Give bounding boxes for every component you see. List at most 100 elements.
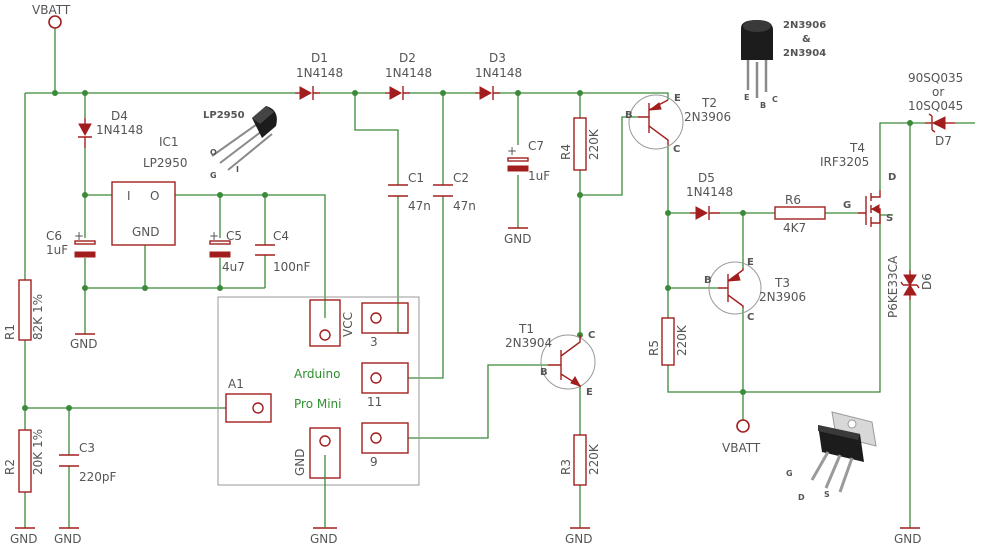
to220-pin-g: G xyxy=(786,469,793,478)
c3-ref: C3 xyxy=(79,441,95,455)
resistor-r5: R5 220K xyxy=(647,317,689,366)
c6-plus-icon: + xyxy=(74,229,84,243)
c6-value: 1uF xyxy=(46,243,68,257)
r6-value: 4K7 xyxy=(783,221,806,235)
r5-value: 220K xyxy=(675,324,689,356)
arduino-module: Arduino Pro Mini A1 VCC GND 3 11 9 xyxy=(217,296,420,486)
c5-value: 4u7 xyxy=(222,260,245,274)
c7-ref: C7 xyxy=(528,139,544,153)
gnd-label-d6: GND xyxy=(894,532,922,546)
t1-ref: T1 xyxy=(518,322,534,336)
cap-c2: C2 47n xyxy=(433,171,476,213)
t2-pin-e: E xyxy=(674,93,681,104)
diode-d6: D6 P6KE33CA xyxy=(886,255,934,318)
vbatt-top: VBATT xyxy=(32,3,71,29)
c2-ref: C2 xyxy=(453,171,469,185)
resistor-r6: R6 4K7 xyxy=(774,193,826,235)
wires xyxy=(24,28,975,528)
d3-ref: D3 xyxy=(489,51,506,65)
pad-11 xyxy=(361,362,409,394)
to220-package-icon: G D S xyxy=(786,411,877,502)
pad-gnd-label: GND xyxy=(293,448,307,476)
pad-a1 xyxy=(225,393,272,423)
lp2950-pin-o: O xyxy=(210,148,217,157)
r6-ref: R6 xyxy=(785,193,801,207)
c3-value: 220pF xyxy=(79,470,117,484)
r2-value: 20K 1% xyxy=(31,429,45,475)
junctions xyxy=(22,90,913,411)
ic1-pin-out: O xyxy=(150,189,159,203)
cap-c3: C3 220pF xyxy=(59,441,117,484)
lp2950-pin-g: G xyxy=(210,171,217,180)
regulator-ic1: I O GND IC1 LP2950 xyxy=(111,135,187,246)
lp2950-pin-i: I xyxy=(236,165,239,174)
cap-c6: + C6 1uF xyxy=(46,229,96,258)
t3-pin-b: B xyxy=(704,275,712,286)
d1-ref: D1 xyxy=(311,51,328,65)
to92-label-3: 2N3904 xyxy=(783,48,826,59)
pad-a1-label: A1 xyxy=(228,377,244,391)
diode-d7: D7 90SQ035 or 10SQ045 xyxy=(908,71,963,148)
d5-value: 1N4148 xyxy=(686,185,733,199)
ic1-pin-in: I xyxy=(127,189,131,203)
d4-value: 1N4148 xyxy=(96,123,143,137)
lp2950-package-icon: LP2950 O G I xyxy=(203,106,277,180)
lp2950-pkg-label: LP2950 xyxy=(203,110,245,121)
c5-ref: C5 xyxy=(226,229,242,243)
t4-pin-d: D xyxy=(888,172,896,183)
t4-pin-s: S xyxy=(886,213,893,224)
ic1-value: LP2950 xyxy=(143,156,187,170)
vbatt-bottom: VBATT xyxy=(722,419,761,455)
arduino-name: Arduino xyxy=(294,367,340,381)
c7-value: 1uF xyxy=(528,169,550,183)
resistor-r2: R2 20K 1% xyxy=(3,429,45,493)
t2-pin-c: C xyxy=(673,144,680,155)
t1-pin-e: E xyxy=(586,387,593,398)
r1-ref: R1 xyxy=(3,324,17,340)
t1-value: 2N3904 xyxy=(505,336,552,350)
t2-value: 2N3906 xyxy=(684,110,731,124)
transistor-t2: B E C T2 2N3906 xyxy=(625,93,731,155)
d3-value: 1N4148 xyxy=(475,66,522,80)
t2-ref: T2 xyxy=(701,96,717,110)
cap-c4: C4 100nF xyxy=(255,229,311,274)
pad-9-label: 9 xyxy=(370,455,378,469)
gnd-label-c7: GND xyxy=(504,232,532,246)
ground-bar-icon xyxy=(15,227,920,529)
arduino-name-2: Pro Mini xyxy=(294,397,341,411)
r3-ref: R3 xyxy=(559,459,573,475)
t4-ref: T4 xyxy=(849,141,865,155)
cap-c5: + C5 4u7 xyxy=(209,229,245,274)
d2-value: 1N4148 xyxy=(385,66,432,80)
vbatt-terminal-icon xyxy=(736,419,750,433)
transistor-t1: B C E T1 2N3904 xyxy=(505,322,596,398)
to92-pin-c: C xyxy=(772,95,778,104)
d7-value-2: or xyxy=(932,85,944,99)
d7-ref: D7 xyxy=(935,134,952,148)
d2-ref: D2 xyxy=(399,51,416,65)
to92-package-icon: 2N3906 & 2N3904 E B C xyxy=(741,20,826,110)
t1-pin-b: B xyxy=(540,367,548,378)
pad-11-label: 11 xyxy=(367,395,382,409)
t4-value: IRF3205 xyxy=(820,155,869,169)
diode-d3: D3 1N4148 xyxy=(475,51,522,100)
t1-pin-c: C xyxy=(588,330,595,341)
mosfet-t4: G D S T4 IRF3205 xyxy=(820,141,896,227)
pad-3 xyxy=(361,302,409,334)
d6-ref: D6 xyxy=(920,273,934,290)
pad-9 xyxy=(361,422,409,454)
t3-pin-e: E xyxy=(747,257,754,268)
t3-pin-c: C xyxy=(747,312,754,323)
resistor-r1: R1 82K 1% xyxy=(3,279,45,341)
gnd-label-c6: GND xyxy=(70,337,98,351)
to92-label-2: & xyxy=(802,34,811,45)
c4-value: 100nF xyxy=(273,260,311,274)
t3-ref: T3 xyxy=(774,276,790,290)
diode-d1: D1 1N4148 xyxy=(295,51,343,100)
t3-value: 2N3906 xyxy=(759,290,806,304)
transistor-t3: B E C T3 2N3906 xyxy=(704,257,806,323)
gnd-label-r2: GND xyxy=(10,532,38,546)
vbatt-top-label: VBATT xyxy=(32,3,71,17)
c5-plus-icon: + xyxy=(209,229,219,243)
